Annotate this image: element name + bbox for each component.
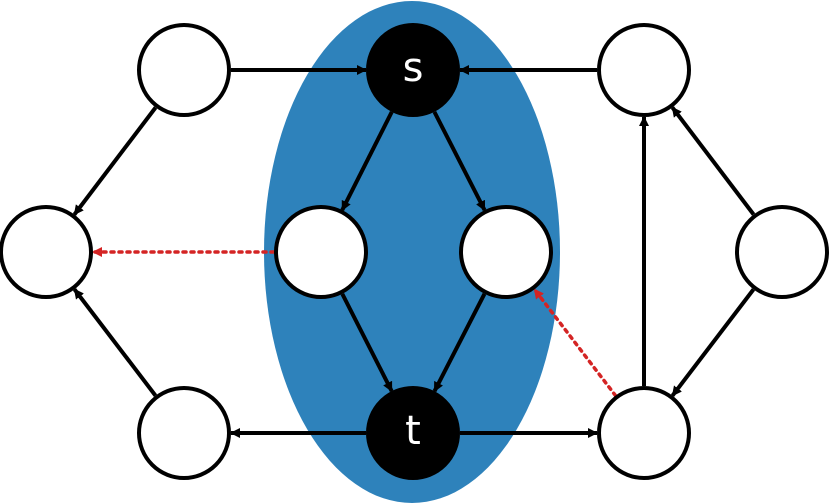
node-circle-left [0, 205, 93, 299]
edge-s-to-mid-left [340, 110, 394, 212]
node-circle-mid-left [274, 205, 368, 299]
node-circle-t [366, 386, 460, 480]
node-t: t [366, 386, 460, 480]
node-label-t: t [405, 408, 421, 454]
scc-region [264, 1, 560, 503]
edge-bottom-left-to-left [72, 288, 158, 397]
edge-right-to-top-right [670, 106, 756, 216]
node-bottom-left [137, 386, 231, 480]
edge-s-to-mid-right [432, 110, 487, 212]
edge-mid-right-to-t [432, 292, 487, 393]
node-circle-bottom-left [137, 386, 231, 480]
node-circle-bottom-right [597, 386, 691, 480]
node-top-left [137, 23, 231, 117]
node-mid-left [274, 205, 368, 299]
node-circle-top-left [137, 23, 231, 117]
node-bottom-right [597, 386, 691, 480]
dotted-edge-bottom-right-to-mid-right [532, 287, 618, 398]
node-circle-right [735, 205, 829, 299]
edge-mid-left-to-t [340, 292, 394, 393]
edges-layer [72, 65, 756, 438]
node-top-right [597, 23, 691, 117]
node-label-s: s [403, 45, 424, 91]
edge-right-to-bottom-right [670, 288, 756, 397]
node-mid-right [459, 205, 553, 299]
node-circle-s [366, 23, 460, 117]
node-right [735, 205, 829, 299]
node-left [0, 205, 93, 299]
node-circle-top-right [597, 23, 691, 117]
edge-top-left-to-left [72, 106, 158, 216]
node-circle-mid-right [459, 205, 553, 299]
nodes-layer: st [0, 23, 829, 480]
node-s: s [366, 23, 460, 117]
